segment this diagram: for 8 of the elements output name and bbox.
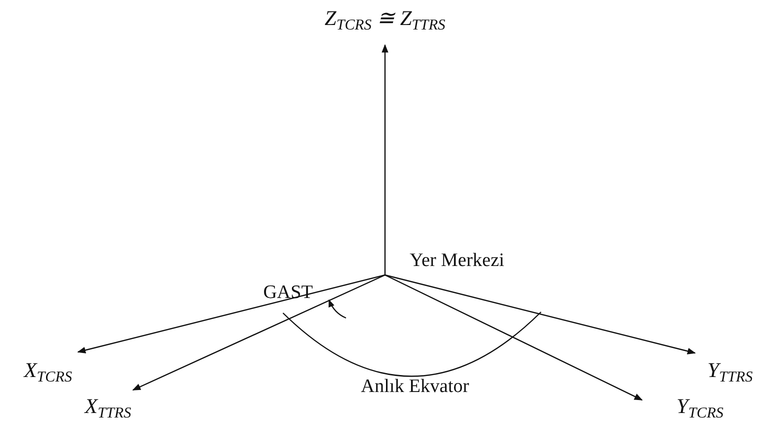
axis-label: X$_{TCRS}$ xyxy=(24,358,72,387)
axis-label: Y$_{TTRS}$ xyxy=(707,358,753,387)
text-label: Anlık Ekvator xyxy=(360,376,470,398)
text-label: GAST xyxy=(263,282,313,304)
axis-label: Y$_{TCRS}$ xyxy=(676,394,724,423)
axis-label: X$_{TTRS}$ xyxy=(84,394,132,423)
axis-label: Z$_{TCRS}$ ≅ Z$_{TTRS}$ xyxy=(324,6,446,35)
text-label: Yer Merkezi xyxy=(410,250,504,272)
